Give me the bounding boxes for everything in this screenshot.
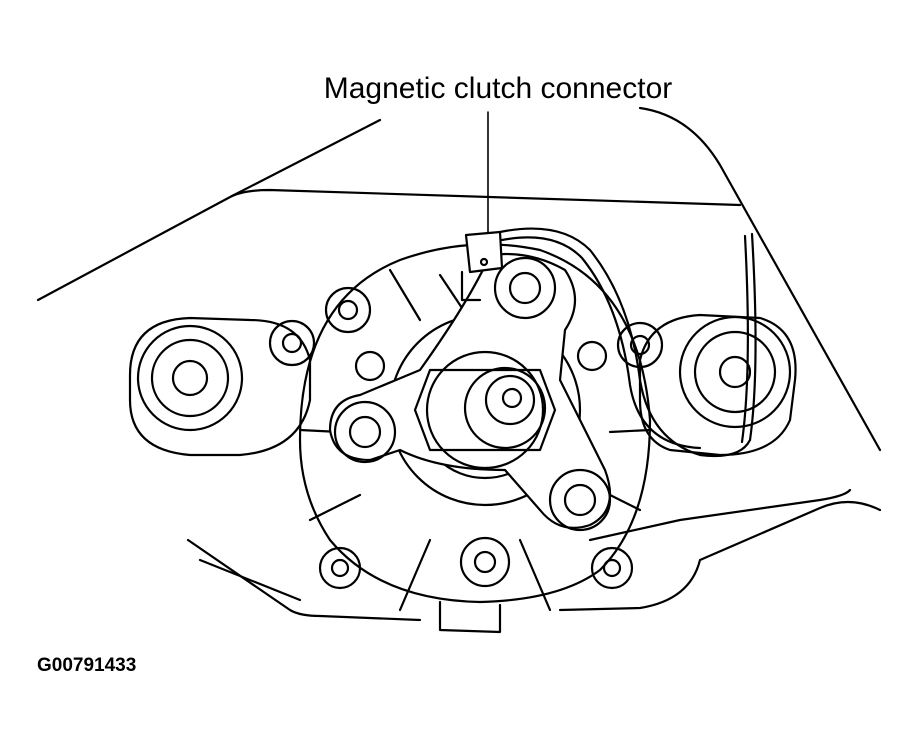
engine-outline	[36, 106, 882, 622]
magnetic-clutch-connector	[460, 227, 757, 458]
callout-label: Magnetic clutch connector	[323, 72, 673, 105]
compressor-housing	[268, 243, 664, 634]
left-pulley	[128, 316, 312, 457]
clutch-fins	[298, 268, 652, 612]
armature-plate	[328, 252, 612, 532]
figure-id: G00791433	[37, 655, 137, 676]
right-pulley	[638, 313, 797, 457]
